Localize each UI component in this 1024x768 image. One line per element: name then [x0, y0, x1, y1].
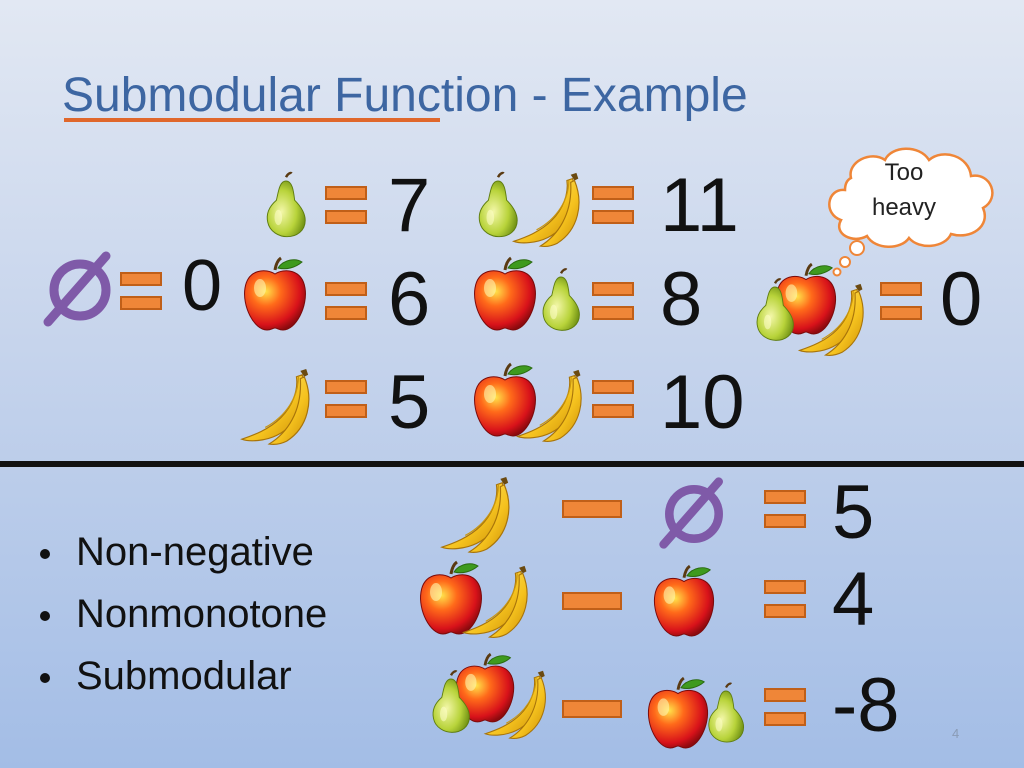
- list-item: Non-negative: [40, 530, 327, 592]
- banana-icon: [236, 366, 314, 446]
- apple-icon: [470, 256, 540, 332]
- pear-icon: [262, 170, 310, 240]
- difference-row2-value: 4: [832, 557, 875, 642]
- apple-pear-value: 8: [660, 257, 703, 342]
- difference-row3-value: -8: [832, 663, 900, 748]
- pear-icon: [538, 266, 584, 334]
- thought-line-2: heavy: [871, 193, 937, 221]
- list-item: Nonmonotone: [40, 592, 327, 654]
- all-three-value: 0: [940, 257, 983, 342]
- banana-icon: [794, 280, 868, 358]
- pear-value: 7: [388, 163, 431, 248]
- equals-icon: [592, 380, 634, 418]
- slide-title: Submodular Function - Example: [62, 69, 748, 122]
- minus-icon: [562, 592, 622, 610]
- title-underline: [64, 118, 440, 122]
- thought-cloud-icon: [828, 147, 994, 277]
- thought-line-1: Too: [884, 159, 924, 186]
- pear-icon: [704, 680, 748, 746]
- apple-banana-value: 10: [660, 360, 745, 445]
- equals-icon: [120, 272, 162, 310]
- equals-icon: [325, 282, 367, 320]
- pear-icon: [752, 276, 798, 344]
- banana-value: 5: [388, 360, 431, 445]
- empty-set-value: 0: [182, 246, 223, 326]
- equals-icon: [592, 186, 634, 224]
- thought-bubble-text: Too heavy: [848, 156, 960, 226]
- list-item: Submodular: [40, 654, 327, 716]
- banana-icon: [508, 170, 584, 248]
- banana-icon: [512, 366, 586, 444]
- apple-value: 6: [388, 257, 431, 342]
- apple-icon: [240, 256, 310, 332]
- equals-icon: [764, 490, 806, 528]
- banana-icon: [458, 562, 532, 640]
- page-number: 4: [952, 726, 960, 741]
- pear-banana-value: 11: [660, 163, 739, 248]
- equals-icon: [325, 186, 367, 224]
- minus-icon: [562, 700, 622, 718]
- section-divider: [0, 461, 1024, 467]
- banana-icon: [436, 474, 514, 554]
- empty-set-icon: [40, 250, 120, 330]
- equals-icon: [764, 688, 806, 726]
- pear-icon: [428, 668, 474, 736]
- apple-icon: [650, 564, 718, 638]
- equals-icon: [880, 282, 922, 320]
- difference-row1-value: 5: [832, 470, 875, 555]
- equals-icon: [592, 282, 634, 320]
- equals-icon: [764, 580, 806, 618]
- apple-icon: [644, 676, 712, 750]
- empty-set-icon: [656, 476, 732, 552]
- equals-icon: [325, 380, 367, 418]
- banana-icon: [480, 666, 550, 742]
- minus-icon: [562, 500, 622, 518]
- property-list: Non-negative Nonmonotone Submodular: [40, 530, 327, 716]
